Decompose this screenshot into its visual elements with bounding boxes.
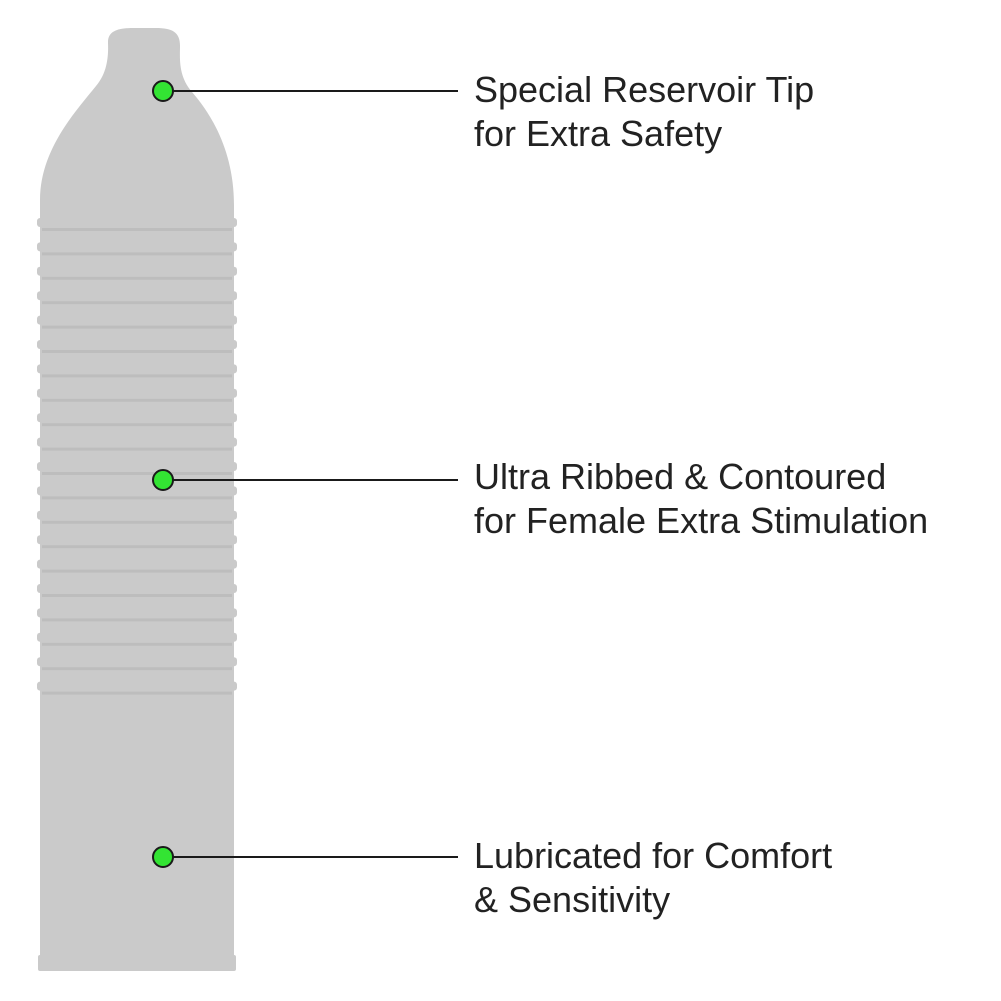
marker-dot-ribbed [152,469,174,491]
rib-band [37,218,237,227]
rib-band [37,632,237,642]
rib-band [37,291,237,301]
rib-band [37,657,237,667]
rib-groove [42,618,232,622]
rib-groove [42,301,232,305]
rib-groove [42,569,232,573]
rib-groove [42,350,232,353]
callout-label-lube-line-2: & Sensitivity [474,879,671,920]
rib-band [37,535,237,545]
rib-band [37,510,237,520]
rib-band [37,266,237,276]
rib-groove [42,545,232,549]
callout-label-lube: Lubricated for Comfort & Sensitivity [474,834,832,922]
rib-groove [42,252,232,256]
callout-label-tip: Special Reservoir Tip for Extra Safety [474,68,814,156]
rib-band [37,364,237,374]
rib-groove [42,276,232,280]
rib-groove [42,520,232,524]
callout-label-lube-line-1: Lubricated for Comfort [474,835,833,876]
rib-groove [42,496,232,500]
rib-groove [42,642,232,646]
rib-groove [42,423,232,427]
rib-groove [42,447,232,451]
callout-label-tip-line-2: for Extra Safety [474,113,723,154]
marker-dot-tip [152,80,174,102]
rib-groove [42,667,232,671]
callout-label-ribbed-line-1: Ultra Ribbed & Contoured [474,456,887,497]
rib-groove [42,325,232,329]
rib-groove [42,374,232,378]
rib-band [37,608,237,618]
rib-band [37,315,237,325]
rib-band [37,486,237,496]
rib-band [37,242,237,252]
marker-dot-lube [152,846,174,868]
base-rim [38,955,236,971]
rib-groove [42,228,232,231]
rib-band [37,340,237,349]
rib-groove [42,691,232,695]
rib-groove [42,594,232,597]
rib-band [37,584,237,593]
rib-groove [42,472,232,475]
rib-groove [42,398,232,402]
rib-band [37,437,237,447]
callout-label-ribbed-line-2: for Female Extra Stimulation [474,500,929,541]
rib-band [37,559,237,569]
rib-band [37,413,237,423]
callout-label-tip-line-1: Special Reservoir Tip [474,69,815,110]
rib-band [37,388,237,398]
ribbed-section [37,218,237,695]
rib-band [37,462,237,471]
callout-label-ribbed: Ultra Ribbed & Contoured for Female Extr… [474,455,928,543]
rib-band [37,681,237,691]
